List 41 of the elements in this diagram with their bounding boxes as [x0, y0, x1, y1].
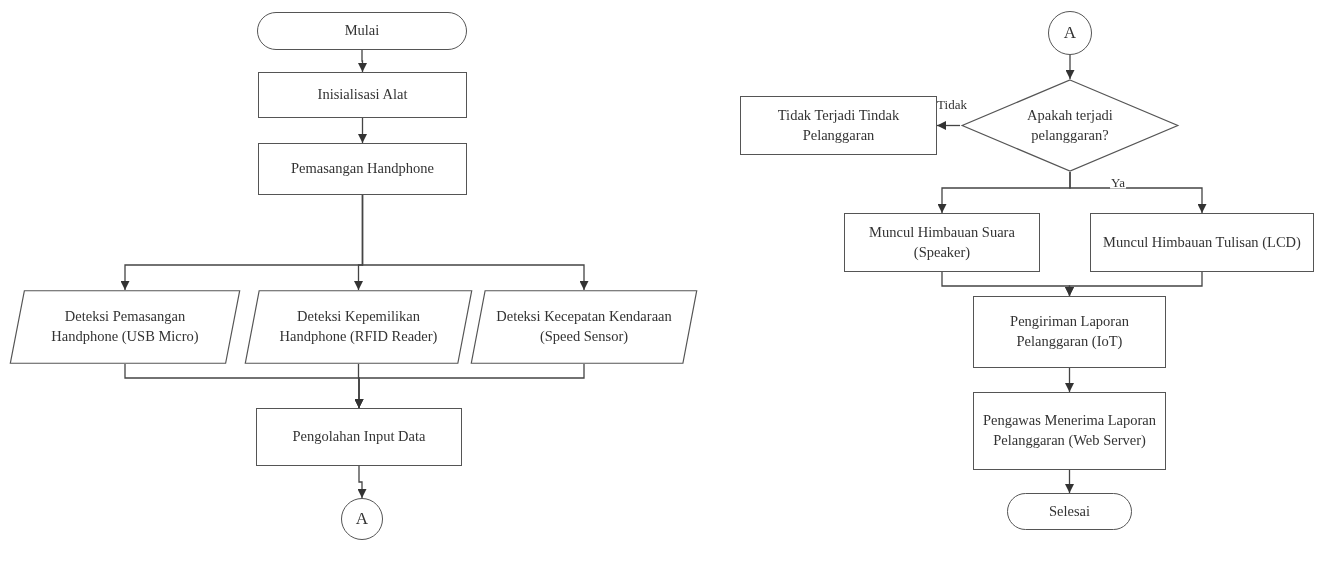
- node-text: Apakah terjadi pelanggaran?: [1026, 105, 1114, 145]
- arrow: [1065, 54, 1075, 80]
- terminator-box: [1007, 493, 1132, 530]
- process-box: [258, 72, 467, 118]
- arrow: [1065, 271, 1203, 297]
- arrow: [357, 465, 367, 499]
- node-text: Inisialisasi Alat: [317, 85, 408, 105]
- node-text: A: [1063, 21, 1077, 44]
- edge-label: Tidak: [936, 97, 968, 111]
- arrow: [358, 49, 367, 73]
- arrow: [1065, 469, 1074, 494]
- process-box: [844, 213, 1040, 272]
- arrow: [936, 121, 961, 130]
- arrow: [1069, 171, 1207, 214]
- process-box: [740, 96, 937, 155]
- process-box: [256, 408, 462, 466]
- node-text: Pengiriman Laporan Pelanggaran (IoT): [1009, 312, 1130, 351]
- process-box: [258, 143, 467, 195]
- node-text: Deteksi Pemasangan Handphone (USB Micro): [50, 307, 200, 346]
- node-text: Muncul Himbauan Tulisan (LCD): [1103, 232, 1301, 252]
- node-text: Muncul Himbauan Suara (Speaker): [868, 222, 1016, 262]
- input-parallelogram: [469, 290, 699, 364]
- arrow: [358, 117, 367, 144]
- process-box: [973, 296, 1166, 368]
- process-box: [973, 392, 1166, 470]
- arrow: [361, 194, 589, 291]
- node-text: Mulai: [344, 21, 380, 41]
- arrow: [1065, 367, 1074, 393]
- node-text: Pengolahan Input Data: [292, 427, 426, 447]
- node-text: Deteksi Kecepatan Kendaraan (Speed Sensor): [495, 307, 673, 346]
- node-text: Pengawas Menerima Laporan Pelanggaran (Web Server): [982, 411, 1157, 450]
- arrow: [354, 363, 585, 409]
- process-box: [1090, 213, 1314, 272]
- node-text: Deteksi Kepemilikan Handphone (RFID Reader): [278, 307, 439, 346]
- node-text: A: [355, 507, 369, 530]
- node-text: Selesai: [1048, 501, 1091, 521]
- input-parallelogram: [243, 290, 474, 364]
- input-parallelogram: [8, 290, 242, 364]
- terminator-box: [257, 12, 467, 50]
- node-text: Pemasangan Handphone: [291, 159, 434, 179]
- node-text: Tidak Terjadi Tindak Pelanggaran: [776, 105, 901, 145]
